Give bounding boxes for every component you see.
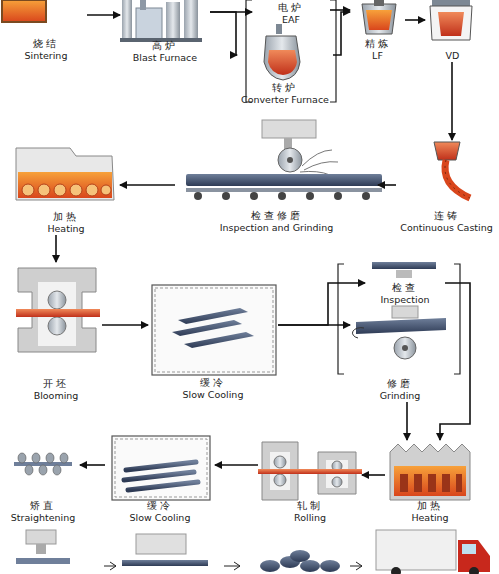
flow-arrow bbox=[406, 402, 408, 440]
process-step: 高炉Blast Furnace bbox=[120, 0, 210, 64]
flow-arrow bbox=[102, 324, 148, 326]
step-label-en: Rolling bbox=[293, 512, 327, 524]
step-label-zh: 烧结 bbox=[32, 38, 60, 50]
process-step: 检查Inspection bbox=[365, 258, 445, 306]
step-label-zh: 高炉 bbox=[151, 40, 179, 52]
step-label-zh: 连铸 bbox=[433, 210, 461, 222]
flow-arrow bbox=[330, 9, 350, 11]
step-label-en: EAF bbox=[281, 14, 301, 26]
step-label-zh: 开坯 bbox=[42, 378, 70, 390]
step-label-zh: 矫直 bbox=[29, 500, 57, 512]
flow-arrow bbox=[440, 283, 470, 440]
flow-arrow bbox=[215, 464, 258, 466]
process-step: 缓冷Slow Cooling bbox=[105, 432, 215, 524]
step-label-en: Slow Cooling bbox=[129, 512, 192, 524]
flow-arrow bbox=[278, 324, 350, 326]
process-step: 加热Heating bbox=[385, 440, 475, 524]
step-label-en: Straightening bbox=[10, 512, 76, 524]
flow-arrow bbox=[451, 62, 453, 140]
step-label-zh: 修磨 bbox=[386, 378, 414, 390]
process-step: 矫直Straightening bbox=[6, 450, 80, 524]
flow-arrow bbox=[362, 474, 385, 476]
process-step: 加热Heating bbox=[12, 143, 120, 235]
flow-arrow bbox=[87, 14, 120, 16]
step-label-zh: 缓冷 bbox=[146, 500, 174, 512]
process-step: 检查修磨Inspection and Grinding bbox=[175, 118, 378, 234]
flow-arrow bbox=[378, 184, 396, 186]
step-label-en: Heating bbox=[410, 512, 449, 524]
step-label-en: Converter Furnace bbox=[240, 94, 330, 106]
step-label-en: LF bbox=[371, 50, 384, 62]
process-step: 缓冷Slow Cooling bbox=[148, 283, 278, 401]
step-label-en: VD bbox=[445, 50, 461, 62]
step-label-en: Blast Furnace bbox=[132, 52, 198, 64]
step-label-en: Inspection and Grinding bbox=[219, 222, 335, 234]
step-label-en: Continuous Casting bbox=[399, 222, 494, 234]
step-label-zh: 缓冷 bbox=[199, 377, 227, 389]
step-label-zh: 轧制 bbox=[296, 500, 324, 512]
step-label-zh: 转炉 bbox=[271, 82, 299, 94]
step-label-en: Grinding bbox=[379, 390, 422, 402]
process-step: 修磨Grinding bbox=[350, 306, 450, 402]
step-label-zh: 加热 bbox=[416, 500, 444, 512]
process-step: VD bbox=[425, 0, 480, 62]
flow-arrow bbox=[55, 235, 57, 262]
process-step: 精炼LF bbox=[350, 0, 405, 62]
process-step: 开坯Blooming bbox=[10, 262, 102, 402]
step-label-zh: 精炼 bbox=[364, 38, 392, 50]
process-step: 连铸Continuous Casting bbox=[396, 140, 497, 234]
process-step: 烧结Sintering bbox=[5, 0, 87, 62]
flow-arrow bbox=[278, 283, 365, 325]
process-step: 转炉Converter Furnace bbox=[237, 22, 333, 106]
step-label-zh: 电炉 bbox=[277, 2, 305, 14]
flow-arrow bbox=[120, 184, 175, 186]
flow-arrow bbox=[80, 464, 105, 466]
step-label-zh: 检查修磨 bbox=[250, 210, 304, 222]
process-step: 轧制Rolling bbox=[258, 438, 362, 524]
step-label-zh: 检查 bbox=[391, 282, 419, 294]
step-label-en: Inspection bbox=[379, 294, 430, 306]
flow-arrow bbox=[405, 19, 425, 21]
step-label-en: Blooming bbox=[33, 390, 80, 402]
step-label-zh: 加热 bbox=[52, 211, 80, 223]
flow-arrow bbox=[333, 12, 350, 55]
step-label-en: Slow Cooling bbox=[182, 389, 245, 401]
flow-arrow bbox=[210, 12, 237, 55]
step-label-en: Heating bbox=[46, 223, 85, 235]
step-label-en: Sintering bbox=[24, 50, 69, 62]
process-step: 电炉EAF bbox=[252, 0, 330, 26]
